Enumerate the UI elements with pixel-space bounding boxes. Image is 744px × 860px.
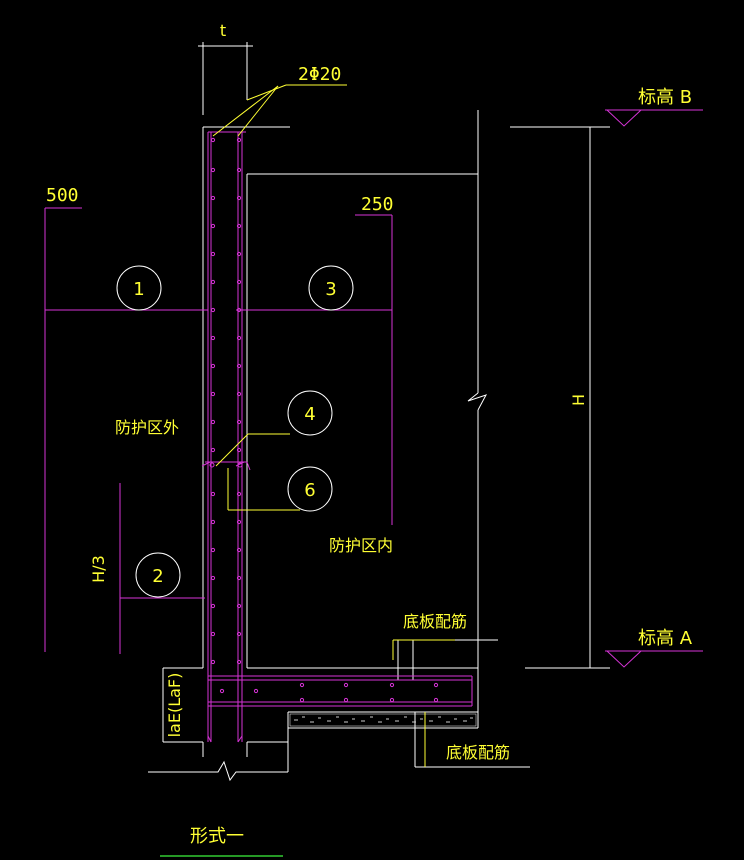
thickness-label: t [220, 21, 226, 40]
elevation-a-label: 标高 A [638, 628, 693, 649]
rebar-dots [209, 137, 439, 703]
elevation-b-label: 标高 B [638, 87, 692, 108]
dimension-500-label: 500 [46, 185, 79, 206]
callout-1-number: 1 [133, 279, 144, 300]
callout-circles [116, 265, 354, 598]
caption-label: 形式一 [190, 826, 244, 847]
cushion-layer [289, 713, 477, 727]
labels: t 2Φ20 标高 B 标高 A 500 250 H H/3 防护区外 防护区内… [46, 21, 693, 847]
callout-4-number: 4 [304, 404, 315, 425]
wall-outline [148, 42, 610, 782]
height-label: H [569, 394, 588, 406]
callout-2-number: 2 [152, 566, 163, 587]
outside-zone-label: 防护区外 [115, 418, 179, 437]
callout-3-number: 3 [325, 279, 336, 300]
inside-zone-label: 防护区内 [329, 536, 393, 555]
leader-lines [212, 84, 455, 767]
callout-numbers: 1 3 4 6 2 [133, 279, 336, 587]
h-third-label: H/3 [89, 555, 108, 583]
base-rebar-label-lower: 底板配筋 [446, 743, 510, 762]
top-rebar-label: 2Φ20 [298, 64, 341, 85]
dimension-250-label: 250 [361, 194, 394, 215]
base-rebar-label-upper: 底板配筋 [403, 612, 467, 631]
anchor-length-label: laE(LaF) [165, 673, 184, 738]
callout-6-number: 6 [304, 480, 315, 501]
rebar-lines [44, 109, 703, 743]
